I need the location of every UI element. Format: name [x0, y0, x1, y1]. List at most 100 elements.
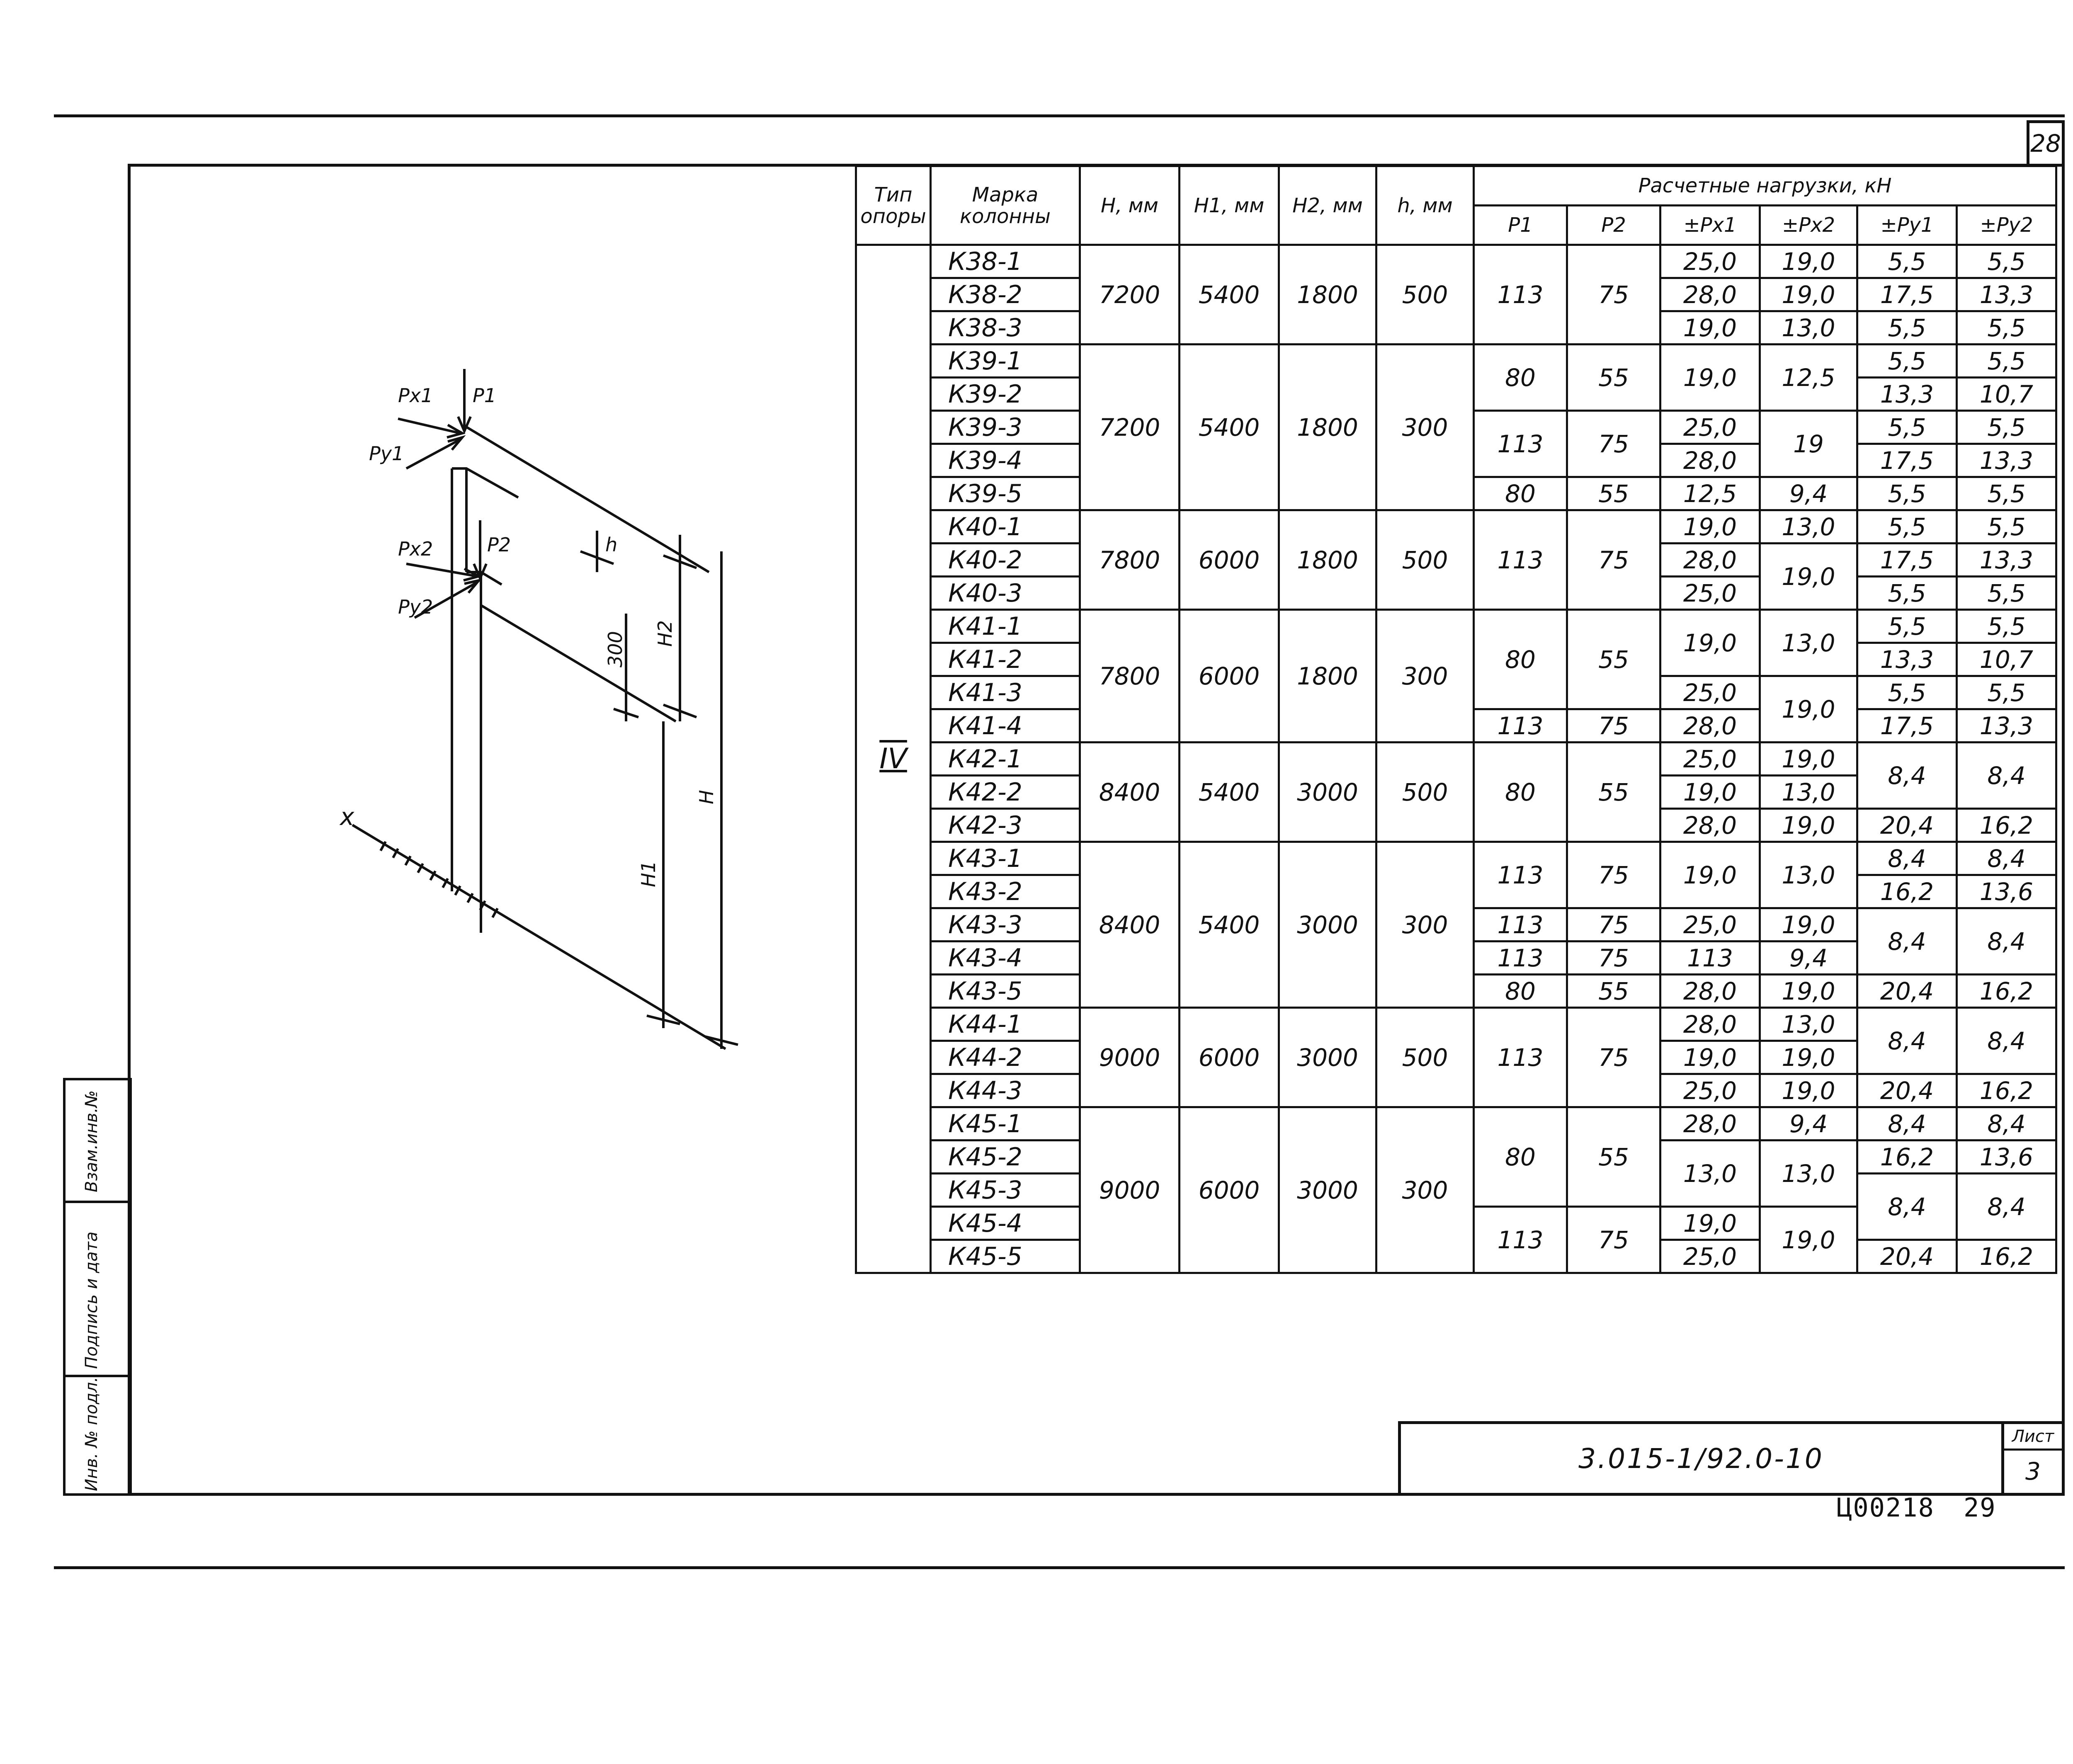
px2-cell: 19,0 [1759, 675, 1858, 743]
py1-cell: 8,4 [1856, 841, 1958, 876]
h1-cell: 5400 [1178, 841, 1280, 1009]
py2-cell: 5,5 [1956, 675, 2057, 710]
sign-label: Подпись и дата [82, 1231, 101, 1369]
hh-cell: 500 [1375, 1007, 1475, 1108]
label-p2: P2 [487, 534, 511, 556]
py2-cell: 5,5 [1956, 476, 2057, 511]
table-row: К39-4 28,0 17,5 13,3 [856, 443, 2057, 478]
px1-cell: 25,0 [1659, 244, 1761, 279]
h2-cell: 3000 [1278, 841, 1377, 1009]
support-type-cell: IV [855, 244, 932, 1274]
p1-cell: 113 [1473, 940, 1568, 975]
h2-cell: 1800 [1278, 509, 1377, 611]
header-p1: P1 [1473, 204, 1568, 246]
py1-cell: 5,5 [1856, 244, 1958, 279]
p2-cell: 75 [1566, 244, 1661, 345]
table-row: К40-1 7800 6000 1800 500 113 75 19,0 13,… [856, 509, 2057, 611]
table-row: К44-3 25,0 19,0 20,4 16,2 [856, 1073, 2057, 1108]
h-cell: 8400 [1079, 741, 1180, 843]
p1-cell: 80 [1473, 343, 1568, 412]
px1-cell: 19,0 [1659, 343, 1761, 412]
page-number: 28 [2027, 120, 2065, 164]
mark-cell: К39-4 [930, 443, 1081, 478]
py1-cell: 17,5 [1856, 277, 1958, 312]
py1-cell: 17,5 [1856, 542, 1958, 577]
table-row: К38-2 28,0 19,0 17,5 13,3 [856, 277, 2057, 312]
header-loads-group: Расчетные нагрузки, кН [1473, 165, 2057, 206]
dim-line-h [580, 531, 614, 572]
py2-cell: 5,5 [1956, 310, 2057, 345]
px2-cell: 19,0 [1759, 1040, 1858, 1075]
table-row: К40-2 28,0 19,0 17,5 13,3 [856, 542, 2057, 611]
drawing-frame [128, 164, 2065, 1496]
py1-cell: 13,3 [1856, 376, 1958, 412]
label-h1: H1 [637, 861, 660, 887]
hh-cell: 300 [1375, 841, 1475, 1009]
h2-cell: 3000 [1278, 1007, 1377, 1108]
table-row: К45-4 113 75 19,0 19,0 [856, 1206, 2056, 1274]
mark-cell: К41-4 [930, 708, 1081, 743]
table-row: К43-3 113 75 25,0 19,0 8,4 8,4 [856, 907, 2057, 975]
px1-cell: 25,0 [1659, 1239, 1761, 1274]
label-px2: Px2 [398, 538, 433, 560]
table-row: К43-1 8400 5400 3000 300 113 75 19,0 13,… [856, 841, 2057, 1009]
px2-cell: 13,0 [1759, 841, 1858, 909]
h2-cell: 3000 [1278, 1106, 1377, 1274]
py1-cell: 8,4 [1856, 1106, 1958, 1141]
label-p1: P1 [473, 384, 496, 407]
px1-cell: 25,0 [1659, 907, 1761, 942]
sheet-label: Лист [2004, 1424, 2062, 1451]
mark-cell: К43-2 [930, 874, 1081, 909]
table-row: К39-1 7200 5400 1800 300 80 55 19,0 12,5… [856, 343, 2057, 511]
h-cell: 9000 [1079, 1007, 1180, 1108]
mark-cell: К45-1 [930, 1106, 1081, 1141]
px1-cell: 19,0 [1659, 1206, 1761, 1241]
py1-cell: 20,4 [1856, 808, 1958, 843]
py1-cell: 20,4 [1856, 1239, 1958, 1274]
mark-cell: К41-1 [930, 609, 1081, 644]
label-300: 300 [604, 631, 626, 667]
table-row: IV К38-1 7200 5400 1800 500 113 75 25,0 … [855, 244, 2057, 1274]
py1-cell: 8,4 [1856, 1007, 1958, 1075]
table-row: К40-3 25,0 5,5 5,5 [856, 575, 2057, 611]
arrow-py1 [405, 435, 466, 470]
h2-cell: 1800 [1278, 244, 1377, 345]
px1-cell: 25,0 [1659, 410, 1761, 445]
mark-cell: К39-2 [930, 376, 1081, 412]
h1-cell: 5400 [1178, 741, 1280, 843]
py2-cell: 5,5 [1956, 575, 2057, 611]
archive-code: Ц00218 [1837, 1492, 1935, 1523]
py1-cell: 17,5 [1856, 708, 1958, 743]
header-p2: P2 [1566, 204, 1661, 246]
mark-cell: К45-3 [930, 1172, 1081, 1208]
arrow-py2 [414, 578, 482, 619]
table-row: К41-3 25,0 19,0 5,5 5,5 [856, 675, 2057, 743]
dim-line-h-total [704, 551, 738, 1049]
mark-cell: К44-3 [930, 1073, 1081, 1108]
mark-cell: К41-2 [930, 642, 1081, 677]
table-row: К42-3 28,0 19,0 20,4 16,2 [856, 808, 2057, 843]
p1-cell: 80 [1473, 1106, 1568, 1208]
px1-cell: 113 [1659, 940, 1761, 975]
px2-cell: 19,0 [1759, 808, 1858, 843]
arrow-p2 [473, 520, 488, 582]
p2-cell: 75 [1566, 708, 1661, 743]
p2-cell: 55 [1566, 476, 1661, 511]
column-top-cap [451, 467, 519, 891]
mark-cell: К38-2 [930, 277, 1081, 312]
px2-cell: 19,0 [1759, 244, 1858, 279]
column-diagram: Px1 P1 Py1 Px2 P2 Py2 h 300 H2 H H1 x [339, 369, 738, 1050]
mark-cell: К38-1 [930, 244, 1081, 279]
archive-page: 29 [1963, 1492, 1996, 1523]
p2-cell: 75 [1566, 841, 1661, 909]
dim-line-h1 [646, 721, 680, 1028]
py1-cell: 20,4 [1856, 1073, 1958, 1108]
header-type: Тип опоры [855, 165, 932, 246]
px1-cell: 25,0 [1659, 741, 1761, 776]
table-row: К44-2 19,0 19,0 [856, 1040, 2056, 1075]
table-row: К45-3 8,4 8,4 [856, 1172, 2057, 1241]
px2-cell: 19,0 [1759, 973, 1858, 1009]
p2-cell: 55 [1566, 609, 1661, 710]
sheet-number: 3 [2025, 1457, 2041, 1485]
side-stamp: Взам.инв.№ Подпись и дата Инв. № подл. [63, 1078, 132, 1496]
